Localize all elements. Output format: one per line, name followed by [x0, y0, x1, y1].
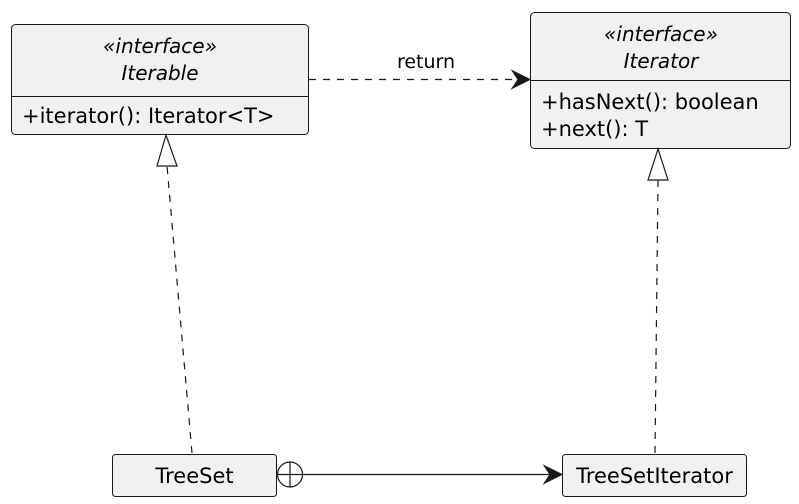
treesetiterator-realization-triangle	[647, 147, 669, 181]
treeset-realization-triangle	[156, 133, 178, 167]
treesetiterator-realizes-iterator[interactable]	[647, 147, 669, 454]
iterator-stereotype: «interface»	[604, 22, 718, 46]
nesting-arrowhead	[542, 464, 564, 485]
return-dependency[interactable]: return	[309, 51, 532, 90]
return-label: return	[397, 51, 455, 73]
treeset-realizes-iterable[interactable]	[156, 133, 193, 454]
return-dependency-arrowhead	[510, 69, 532, 90]
treeset-realization-line	[166, 165, 193, 454]
iterable-stereotype: «interface»	[103, 34, 217, 58]
treeset-name: TreeSet	[154, 464, 233, 488]
treeset-class[interactable]: TreeSet	[112, 454, 277, 497]
iterator-member-next: +next(): T	[541, 117, 648, 141]
iterator-name: Iterator	[624, 49, 701, 73]
iterable-name: Iterable	[121, 61, 198, 85]
iterator-member-hasnext: +hasNext(): boolean	[541, 90, 759, 114]
iterable-member: +iterator(): Iterator<T>	[22, 104, 275, 128]
nested-class-association[interactable]	[276, 461, 564, 488]
iterator-interface[interactable]: «interface» Iterator +hasNext(): boolean…	[530, 12, 791, 149]
iterable-interface[interactable]: «interface» Iterable +iterator(): Iterat…	[11, 24, 309, 135]
treesetiterator-name: TreeSetIterator	[575, 464, 733, 488]
treesetiterator-class[interactable]: TreeSetIterator	[562, 454, 747, 497]
treesetiterator-realization-line	[654, 179, 659, 454]
